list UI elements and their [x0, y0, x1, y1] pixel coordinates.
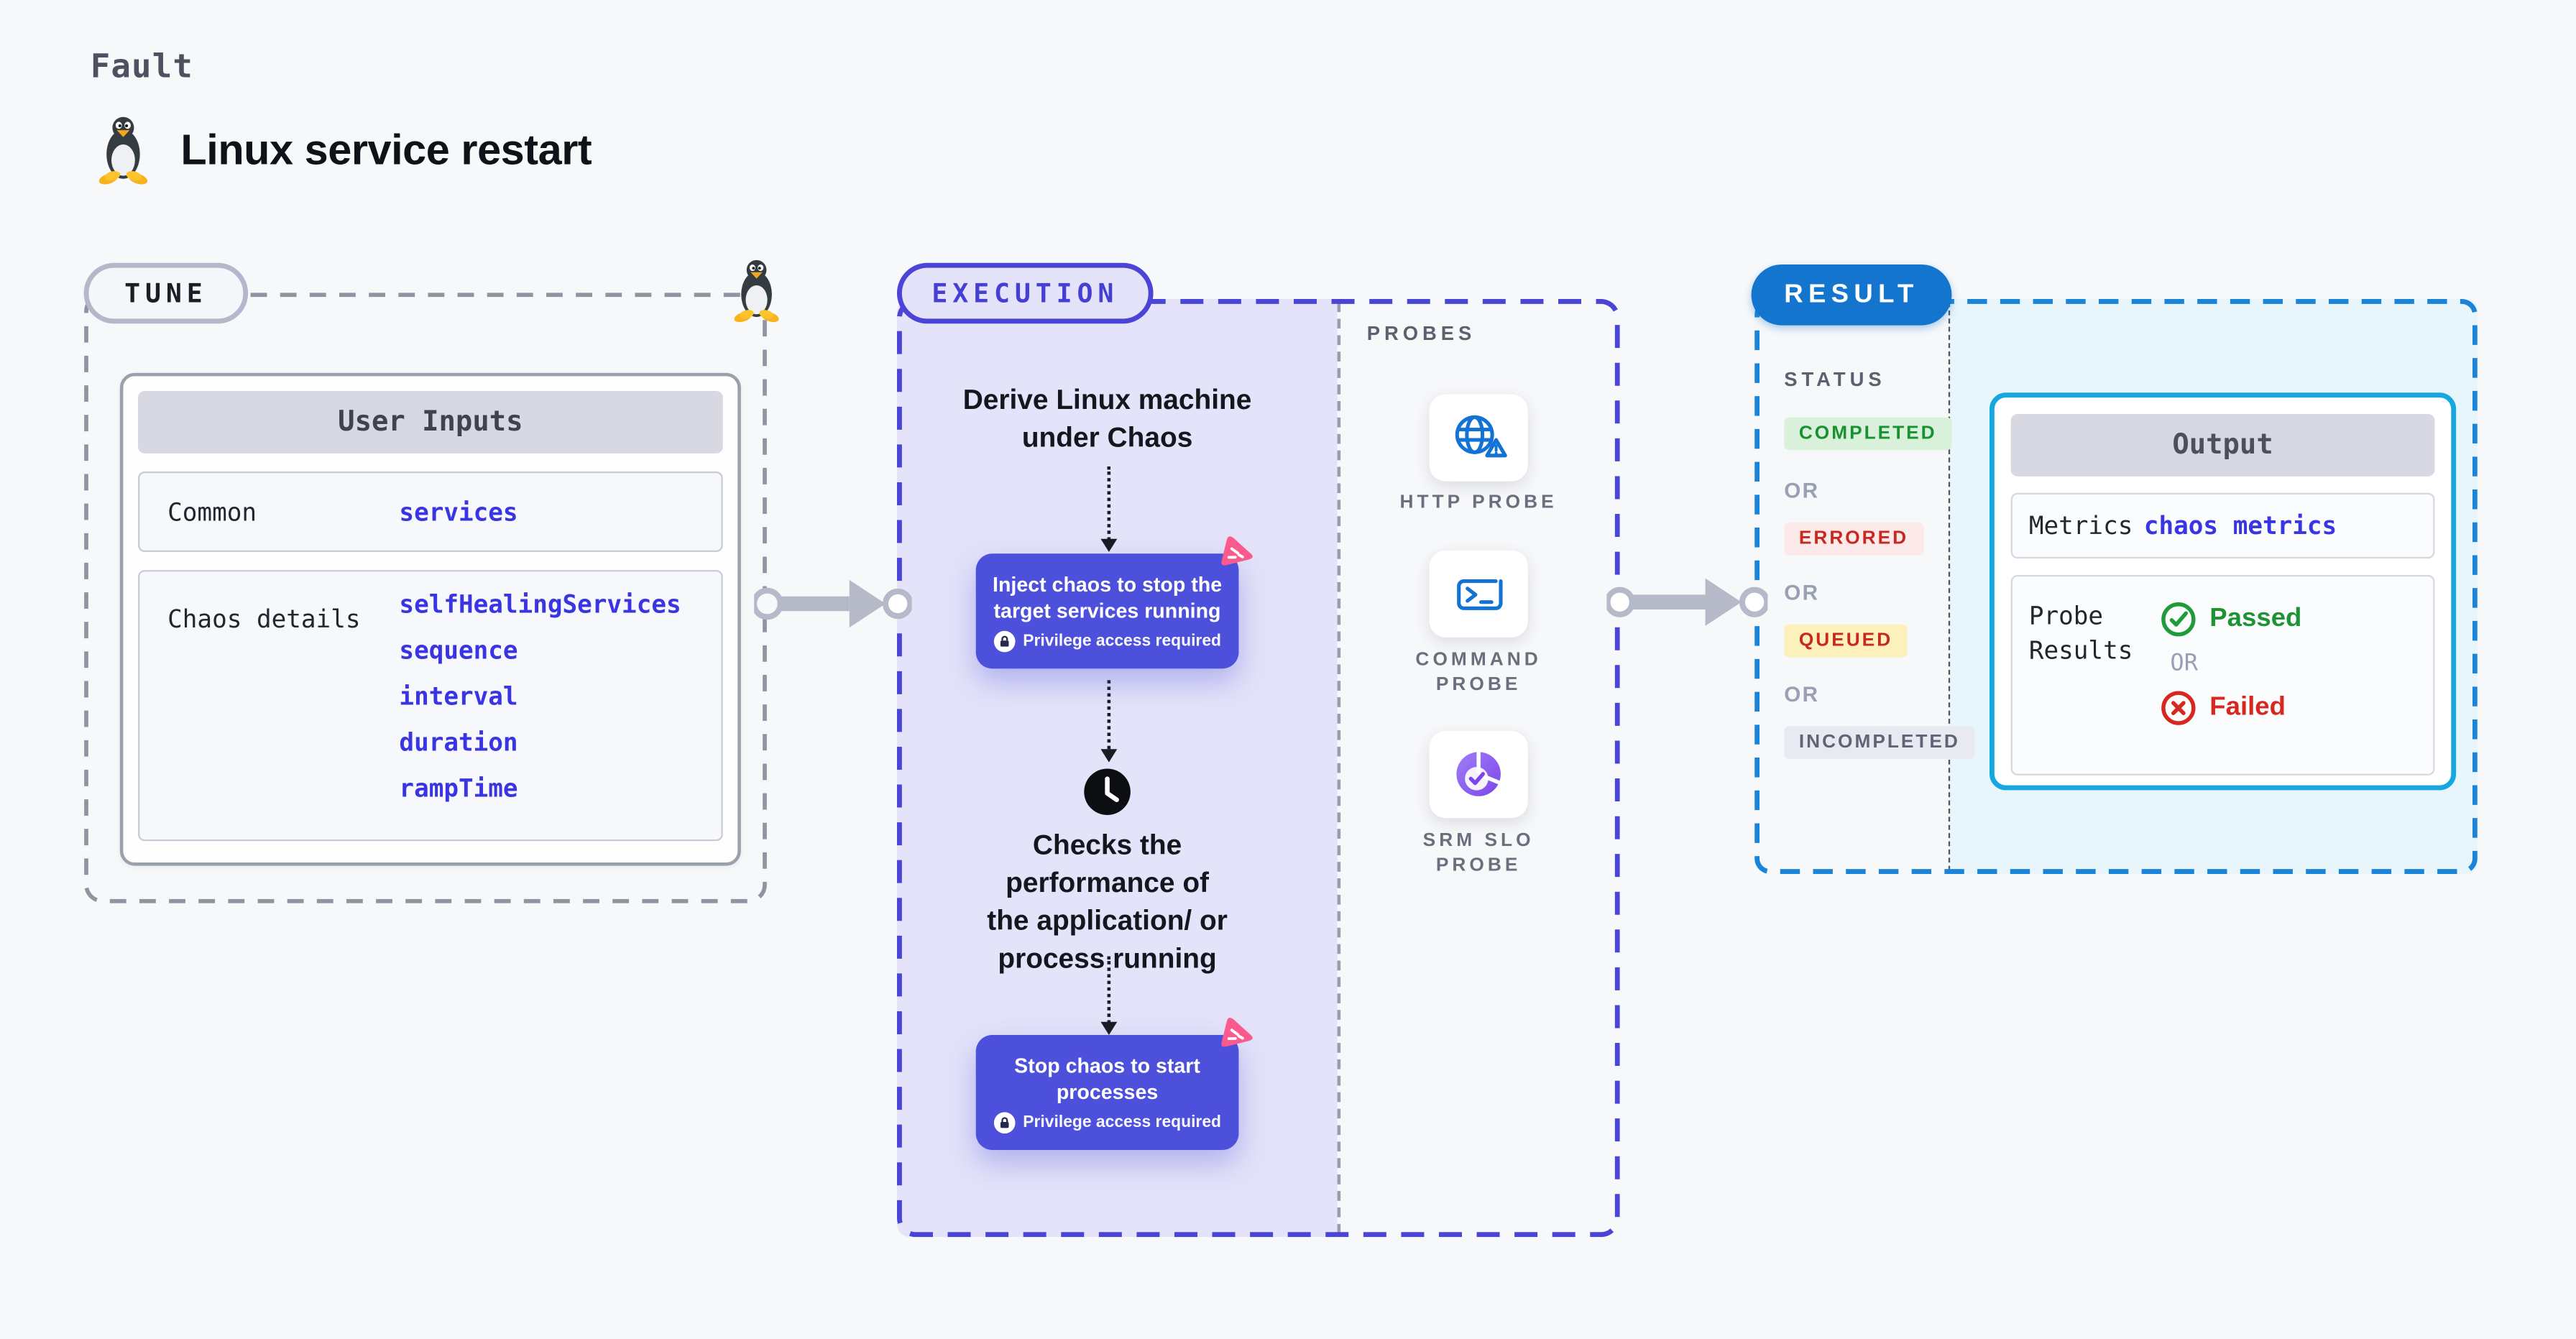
- or-text: OR: [1784, 478, 1820, 503]
- probe-label: SRM SLO PROBE: [1422, 831, 1535, 876]
- row-value: selfHealingServices: [399, 589, 681, 620]
- dotted-arrow: [1100, 680, 1118, 763]
- probe-label: HTTP PROBE: [1399, 492, 1558, 513]
- dotted-arrow: [1100, 466, 1118, 552]
- status-output-divider: [1948, 302, 1951, 871]
- check-circle-icon: [2161, 602, 2196, 637]
- result-pill: RESULT: [1751, 264, 1952, 326]
- execution-pill: EXECUTION: [896, 262, 1154, 324]
- probes-divider: [1337, 302, 1341, 1234]
- status-badge-incompleted: INCOMPLETED: [1784, 726, 1975, 759]
- table-row: Common services: [137, 471, 723, 552]
- privilege-note: Privilege access required: [993, 1111, 1221, 1133]
- chaos-pink-icon: [1221, 1017, 1253, 1047]
- row-label: Common: [167, 497, 257, 527]
- x-circle-icon: [2161, 691, 2196, 725]
- tune-pill: TUNE: [83, 262, 249, 324]
- page-title: Linux service restart: [180, 124, 592, 175]
- step-title: Stop chaos to start processes: [1014, 1054, 1200, 1103]
- status-label: STATUS: [1784, 367, 1886, 391]
- inject-chaos-step: Inject chaos to stop the target services…: [975, 536, 1253, 669]
- globe-alert-icon: [1455, 414, 1507, 457]
- user-inputs-card: User Inputs Common services Chaos detail…: [119, 372, 741, 866]
- page-header: Linux service restart: [93, 115, 592, 185]
- or-text: OR: [1784, 681, 1820, 707]
- terminal-icon: [1457, 578, 1503, 609]
- row-value: rampTime: [399, 773, 518, 804]
- lock-icon: [993, 630, 1015, 652]
- row-value: duration: [399, 727, 518, 758]
- or-text: OR: [2170, 650, 2198, 677]
- srm-slo-probe-card: [1429, 731, 1528, 819]
- flow-step-derive: Derive Linux machine under Chaos: [962, 384, 1252, 454]
- table-row: Chaos details selfHealingServices sequen…: [137, 570, 723, 842]
- probes-label: PROBES: [1366, 321, 1476, 345]
- tux-penguin-icon: [734, 259, 779, 323]
- status-badge-queued: QUEUED: [1784, 624, 1908, 658]
- probe-results-row: Probe Results Passed OR Fai: [2010, 574, 2435, 776]
- command-probe-card: [1429, 550, 1528, 638]
- fault-kicker: Fault: [90, 45, 194, 86]
- probe-results-values: Passed OR Failed: [2161, 599, 2302, 773]
- metrics-row: Metrics chaos metrics: [2010, 492, 2435, 559]
- dotted-arrow: [1100, 956, 1118, 1035]
- http-probe-card: [1429, 394, 1528, 482]
- or-text: OR: [1784, 579, 1820, 605]
- status-badge-errored: ERRORED: [1784, 522, 1923, 556]
- user-inputs-header: User Inputs: [137, 390, 723, 454]
- failed-row: Failed: [2161, 690, 2302, 726]
- probe-results-label: Probe Results: [2028, 601, 2133, 666]
- metrics-value: chaos metrics: [2143, 510, 2337, 540]
- row-value: sequence: [399, 635, 518, 666]
- row-label: Chaos details: [167, 604, 361, 635]
- probe-label: COMMAND PROBE: [1415, 650, 1542, 695]
- row-value: services: [399, 497, 518, 527]
- row-value: interval: [399, 681, 518, 712]
- failed-label: Failed: [2209, 693, 2286, 722]
- metrics-label: Metrics: [2028, 510, 2133, 540]
- step-title: Inject chaos to stop the target services…: [992, 572, 1223, 622]
- passed-label: Passed: [2209, 604, 2302, 632]
- output-panel: Output Metrics chaos metrics Probe Resul…: [1989, 392, 2457, 791]
- slo-pie-check-icon: [1456, 750, 1501, 796]
- clock-icon: [1084, 768, 1131, 815]
- lock-icon: [993, 1111, 1015, 1133]
- privilege-note: Privilege access required: [993, 630, 1221, 652]
- tux-penguin-icon: [98, 116, 148, 185]
- flow-arrow-tune-to-execution: [754, 579, 912, 628]
- row-values: selfHealingServices sequence interval du…: [399, 571, 681, 804]
- status-badge-completed: COMPLETED: [1784, 417, 1952, 451]
- passed-row: Passed: [2161, 602, 2302, 638]
- flow-step-check: Checks the performance of the applicatio…: [987, 829, 1228, 975]
- execution-flow: Derive Linux machine under Chaos Inject …: [897, 299, 1317, 1237]
- flow-arrow-probes-to-result: [1606, 578, 1768, 626]
- stop-chaos-step: Stop chaos to start processes Privilege …: [975, 1017, 1253, 1150]
- output-header: Output: [2010, 413, 2435, 477]
